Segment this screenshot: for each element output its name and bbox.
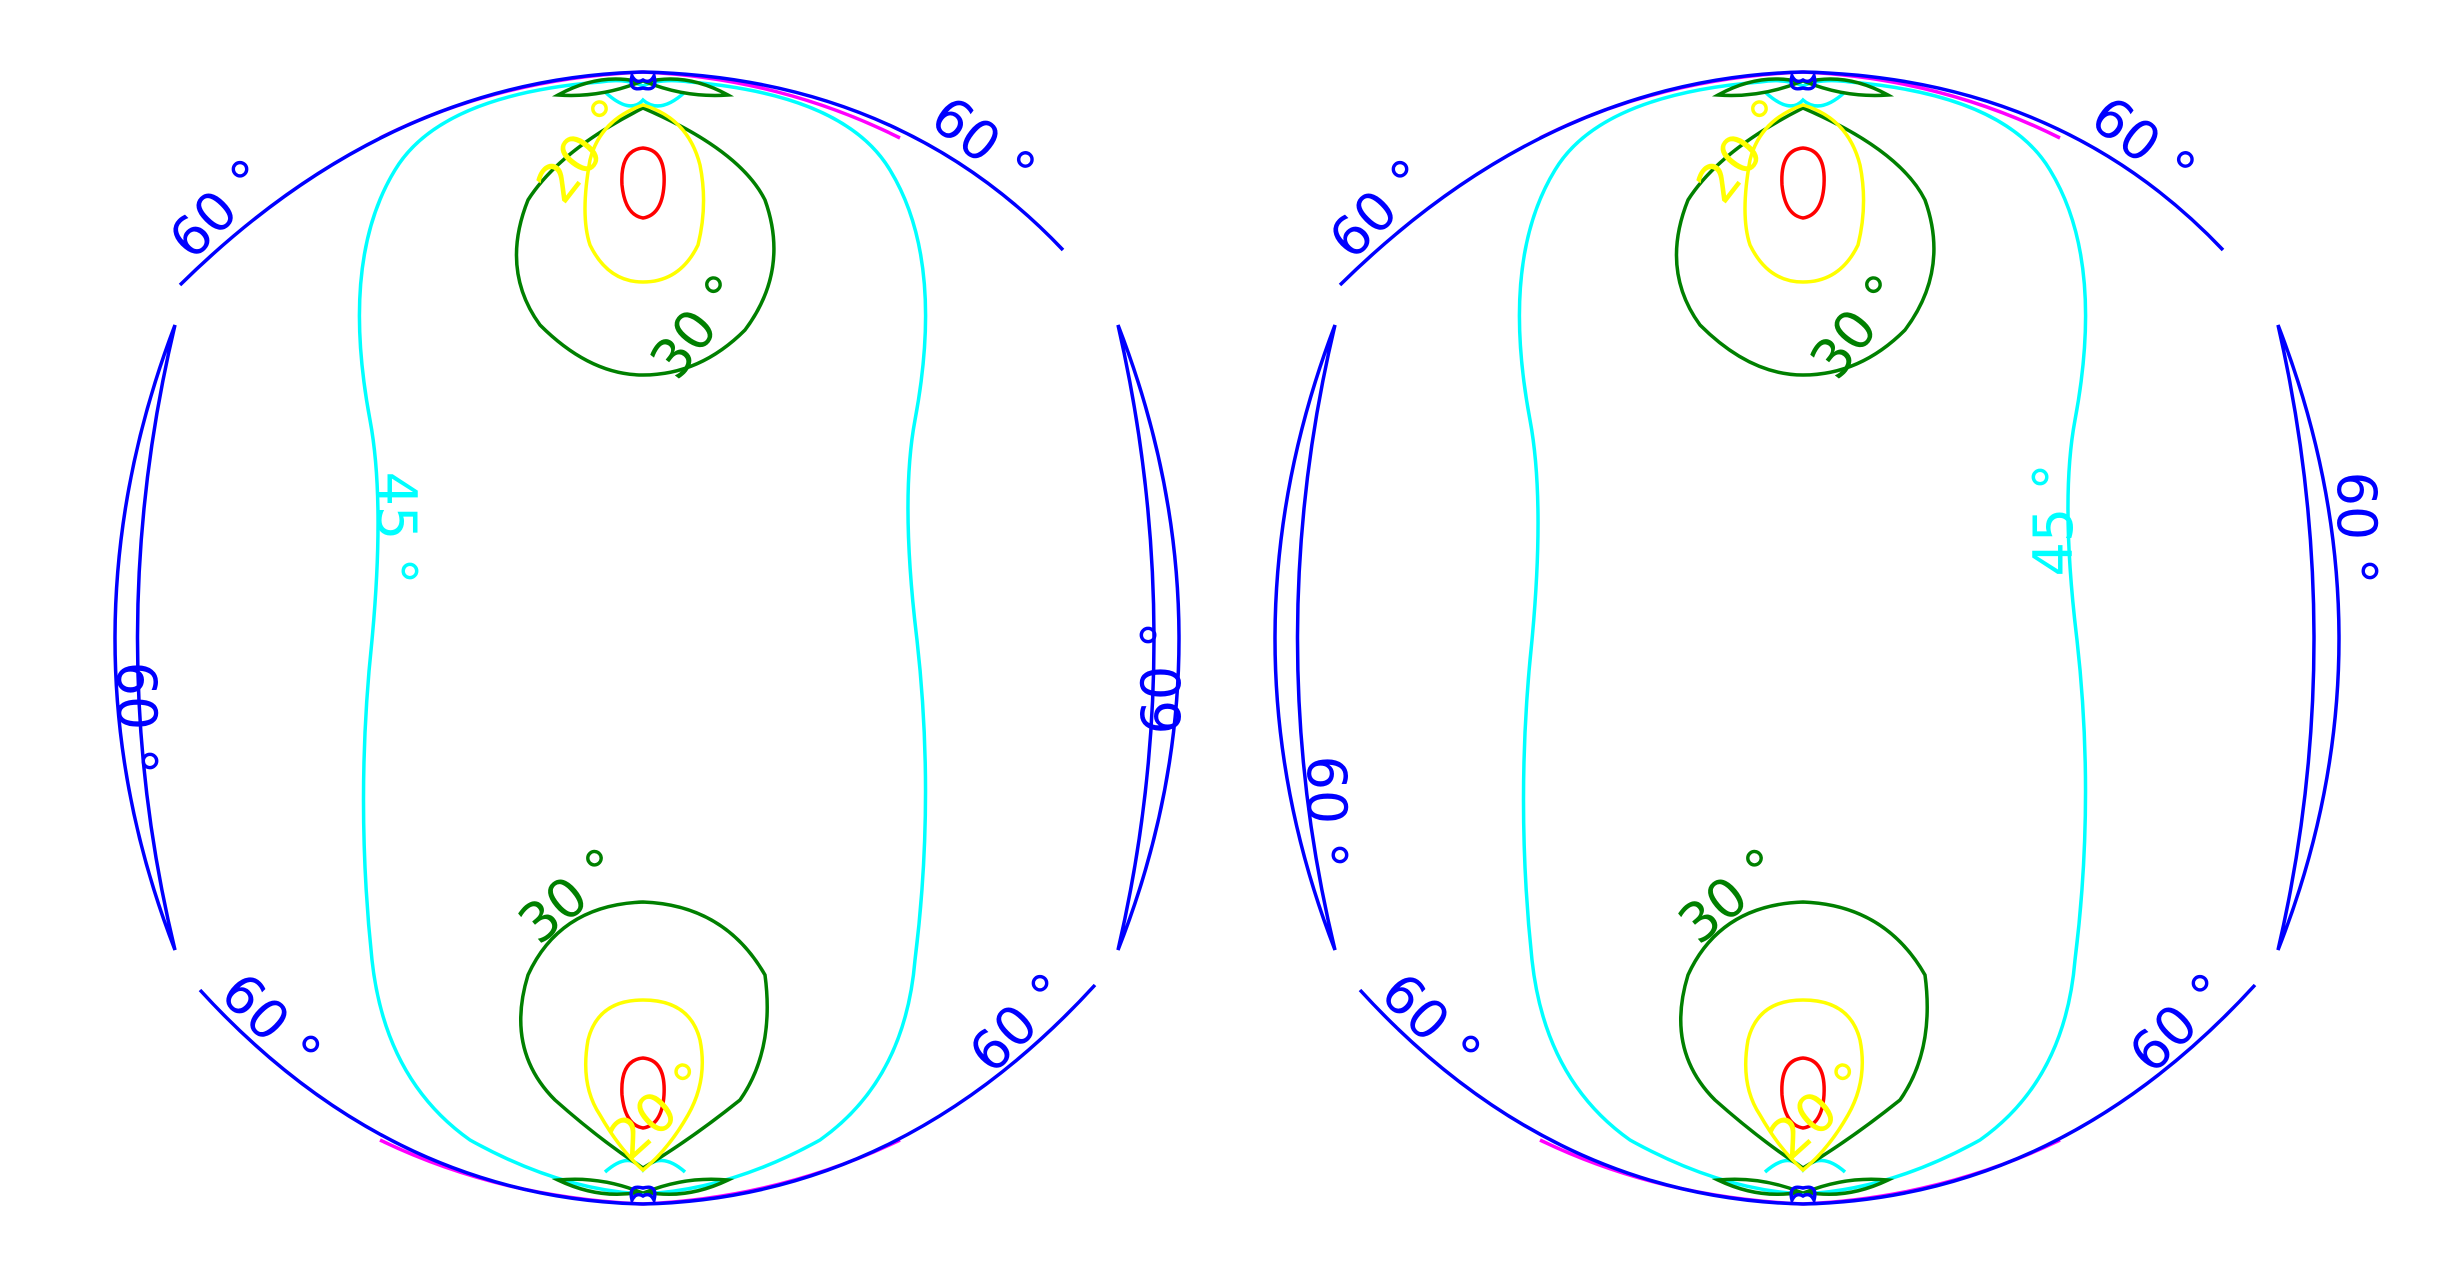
contour-30-bottom-wing-left <box>551 1177 647 1197</box>
label-30-bottom: 30 ° <box>1667 835 1794 956</box>
label-60-left: 60 ° <box>1295 756 1358 869</box>
contour-45 <box>357 78 928 1196</box>
contour-60-top-left <box>1338 70 1804 287</box>
label-60-right: 60 ° <box>2325 472 2388 585</box>
contour-60-bottom-pole <box>1789 1185 1817 1206</box>
contour-20-bottom <box>584 998 704 1173</box>
contour-60-top-right <box>1802 70 2225 252</box>
contour-20-top <box>1743 103 1866 284</box>
contour-30-bottom-wing-right <box>1799 1177 1895 1197</box>
contour-45-top-lobe <box>603 90 687 108</box>
contour-60-bottom-left <box>1358 988 1804 1206</box>
label-60-bottom-right: 60 ° <box>2117 961 2241 1085</box>
panel-left: 20 ° 30 ° 45 ° 60 ° 60 ° 60 ° 60 ° 60 ° … <box>105 70 1193 1206</box>
contour-60-left-crescent <box>113 324 177 951</box>
contour-60-right-crescent <box>1116 324 1181 951</box>
contour-45-top-lobe <box>1763 90 1847 108</box>
label-60-bottom-left: 60 ° <box>209 961 333 1085</box>
contour-60-top-right <box>642 70 1065 252</box>
label-60-top-right: 60 ° <box>920 84 1048 203</box>
contour-60-top-pole <box>629 70 657 91</box>
contour-10-bottom <box>620 1056 666 1130</box>
label-60-top-right: 60 ° <box>2080 84 2208 203</box>
contour-30-bottom-wing-left <box>1711 1177 1807 1197</box>
label-30-bottom: 30 ° <box>507 835 634 956</box>
label-60-bottom-left: 60 ° <box>1369 961 1493 1085</box>
label-60-right: 60 ° <box>1130 622 1193 735</box>
contour-30-bottom-wing-right <box>639 1177 735 1197</box>
label-45: 45 ° <box>2022 464 2085 577</box>
contour-60-left-crescent <box>1273 324 1337 951</box>
label-45: 45 ° <box>365 472 428 585</box>
contour-10-top <box>620 146 666 220</box>
contour-60-top-left <box>178 70 644 287</box>
contour-10-bottom <box>1780 1056 1826 1130</box>
contour-20-top <box>583 103 706 284</box>
contour-20-bottom <box>1744 998 1864 1173</box>
contour-10-top <box>1780 146 1826 220</box>
label-60-bottom-right: 60 ° <box>957 961 1081 1085</box>
contour-60-bottom-right <box>1802 983 2257 1206</box>
contour-30-top-wing-right <box>640 77 735 98</box>
contour-30-top <box>1674 106 1936 377</box>
contour-60-bottom-left <box>198 988 644 1206</box>
contour-60-top-pole <box>1789 70 1817 91</box>
contour-30-top-wing-right <box>1800 77 1895 98</box>
contour-60-bottom-right <box>642 983 1097 1206</box>
contour-45 <box>1517 78 2088 1196</box>
label-60-top-left: 60 ° <box>157 147 281 271</box>
contour-60-bottom-pole <box>629 1185 657 1206</box>
contour-30-top <box>514 106 776 377</box>
contour-60-right-crescent <box>2276 324 2341 951</box>
panel-right: 20 ° 30 ° 45 ° 60 ° 60 ° 60 ° 60 ° 60 ° … <box>1273 70 2388 1206</box>
label-60-left: 60 ° <box>105 662 168 775</box>
label-60-top-left: 60 ° <box>1317 147 1441 271</box>
